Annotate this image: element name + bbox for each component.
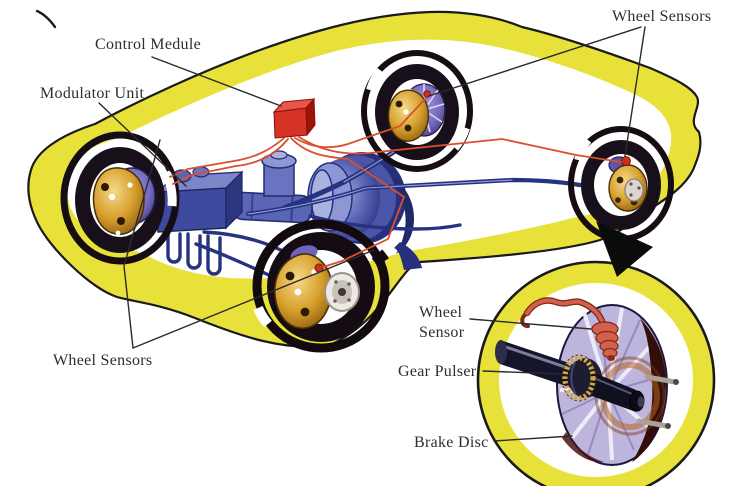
inset-wheel-studs	[636, 374, 679, 429]
magnifier-pointer-wedge	[596, 221, 653, 277]
wheel-sensors-bottom-leader-front	[123, 139, 161, 349]
brake-disc-leader	[493, 435, 573, 442]
control-module-label: Control Medule	[95, 36, 201, 53]
rear-right-sensor-dot	[621, 156, 631, 166]
wheel-sensors-bottom-leader-rear	[132, 249, 375, 349]
wheel-rear-right	[568, 126, 674, 242]
wheel-sensors-bottom-label: Wheel Sensors	[53, 352, 153, 369]
wheel-sensor-inset-label-line1: Wheel	[419, 304, 463, 321]
inset-magnifier	[476, 221, 716, 486]
modulator-unit-label: Modulator Unit	[40, 85, 145, 102]
front-outline-stroke	[35, 9, 57, 29]
brake-disc-label: Brake Disc	[414, 434, 489, 451]
control-module-leader	[151, 56, 282, 107]
inset-wheel-sensor	[520, 297, 619, 361]
sensor-wires	[169, 97, 622, 268]
wheel-front-right	[361, 50, 473, 172]
wheel-sensors-top-leader-rear	[624, 26, 646, 157]
inset-gear-pulser	[561, 354, 597, 402]
gear-pulser-label: Gear Pulser	[398, 363, 477, 380]
wheel-sensor-inset-label-line2: Sensor	[419, 324, 465, 341]
inset-axle-shaft	[495, 340, 645, 412]
wheel-rear-left	[252, 219, 390, 353]
wheel-front-left	[60, 131, 180, 265]
gear-pulser-leader	[482, 370, 563, 375]
control-module-box	[272, 97, 316, 139]
leader-lines	[98, 26, 646, 442]
wheel-sensor-inset-leader	[469, 318, 592, 330]
wheel-sensors-top-label: Wheel Sensors	[612, 8, 712, 25]
wheel-sensors-top-leader-front	[428, 26, 642, 97]
modulator-unit-leader	[98, 102, 187, 187]
wheel-sensor-inset-label: Wheel Sensor	[419, 303, 464, 343]
